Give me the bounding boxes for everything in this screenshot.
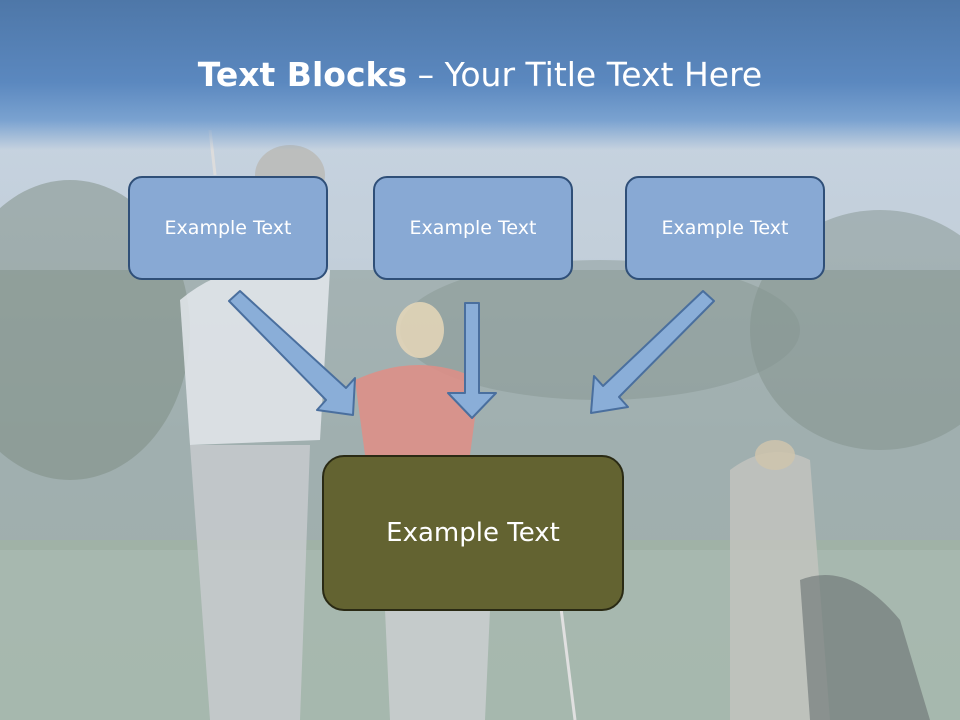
title-bold: Text Blocks [197, 55, 408, 94]
down-arrow-icon [447, 302, 497, 419]
title-rest: Your Title Text Here [444, 55, 763, 94]
main-text-block-label: Example Text [386, 518, 560, 548]
text-block-3[interactable]: Example Text [625, 176, 825, 280]
text-block-1[interactable]: Example Text [128, 176, 328, 280]
text-block-2-label: Example Text [409, 217, 537, 239]
text-block-2[interactable]: Example Text [373, 176, 573, 280]
left-arrow-icon [228, 290, 356, 416]
title-separator: – [407, 55, 445, 94]
slide-title: Text Blocks – Your Title Text Here [0, 52, 960, 98]
text-block-3-label: Example Text [661, 217, 789, 239]
right-arrow-icon [590, 290, 715, 414]
text-block-1-label: Example Text [164, 217, 292, 239]
main-text-block[interactable]: Example Text [322, 455, 624, 611]
header-band [0, 0, 960, 150]
